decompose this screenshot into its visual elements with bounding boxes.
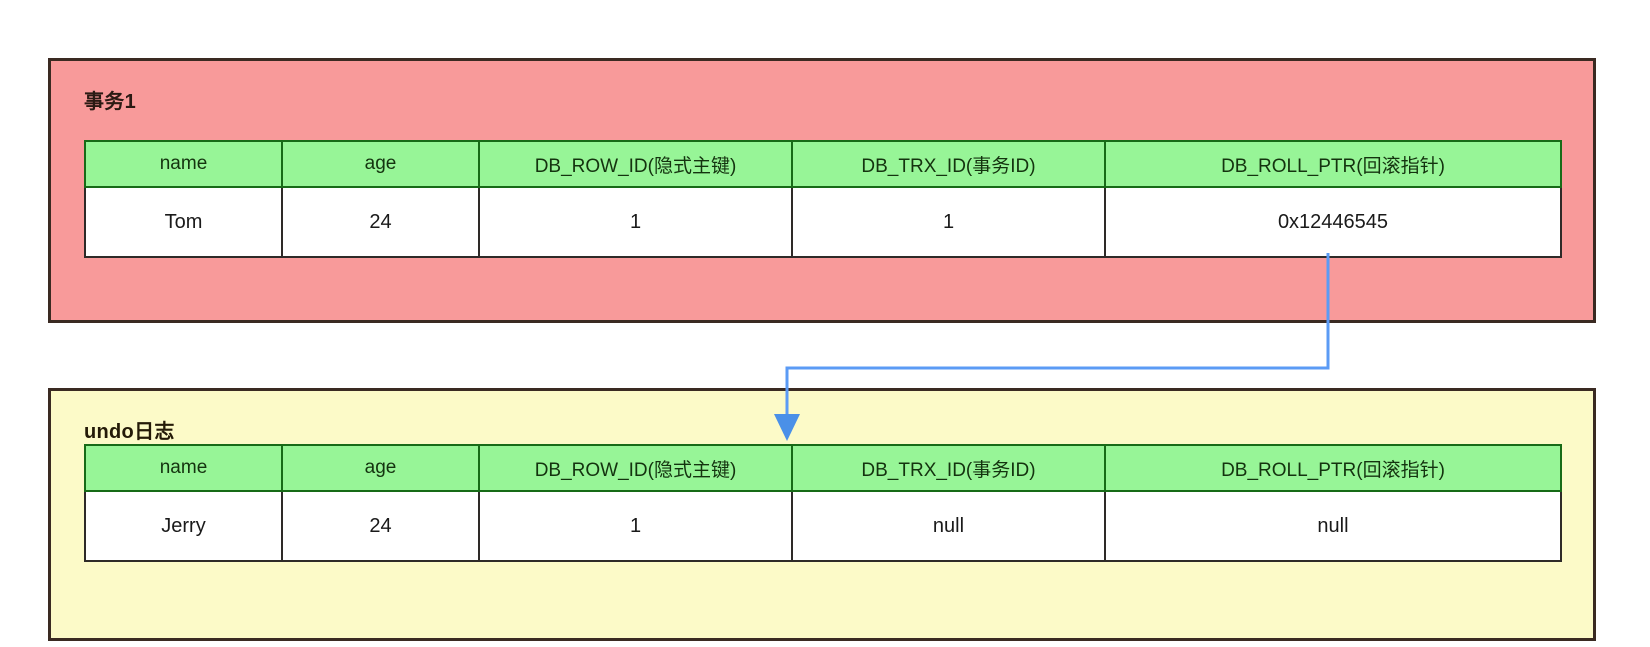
cell-age: 24	[281, 490, 480, 562]
cell-db-trx-id: null	[791, 490, 1106, 562]
column-header-name: name	[84, 444, 283, 492]
undo-log-panel: undo日志 name age DB_ROW_ID(隐式主键) DB_TRX_I…	[48, 388, 1596, 641]
cell-db-roll-ptr: null	[1104, 490, 1562, 562]
column-header-db-row-id: DB_ROW_ID(隐式主键)	[478, 140, 793, 188]
cell-name: Tom	[84, 186, 283, 258]
column-header-db-roll-ptr: DB_ROLL_PTR(回滚指针)	[1104, 140, 1562, 188]
undo-log-table: name age DB_ROW_ID(隐式主键) DB_TRX_ID(事务ID)…	[84, 444, 1562, 562]
cell-db-roll-ptr: 0x12446545	[1104, 186, 1562, 258]
cell-db-row-id: 1	[478, 490, 793, 562]
cell-name: Jerry	[84, 490, 283, 562]
column-header-age: age	[281, 444, 480, 492]
transaction-panel: 事务1 name age DB_ROW_ID(隐式主键) DB_TRX_ID(事…	[48, 58, 1596, 323]
column-header-db-roll-ptr: DB_ROLL_PTR(回滚指针)	[1104, 444, 1562, 492]
table-header-row: name age DB_ROW_ID(隐式主键) DB_TRX_ID(事务ID)…	[84, 444, 1562, 492]
column-header-db-trx-id: DB_TRX_ID(事务ID)	[791, 140, 1106, 188]
transaction-panel-title: 事务1	[84, 91, 137, 113]
table-header-row: name age DB_ROW_ID(隐式主键) DB_TRX_ID(事务ID)…	[84, 140, 1562, 188]
table-row: Tom 24 1 1 0x12446545	[84, 186, 1562, 258]
cell-age: 24	[281, 186, 480, 258]
column-header-name: name	[84, 140, 283, 188]
column-header-db-trx-id: DB_TRX_ID(事务ID)	[791, 444, 1106, 492]
cell-db-row-id: 1	[478, 186, 793, 258]
undo-log-panel-title: undo日志	[84, 421, 175, 443]
column-header-db-row-id: DB_ROW_ID(隐式主键)	[478, 444, 793, 492]
cell-db-trx-id: 1	[791, 186, 1106, 258]
transaction-table: name age DB_ROW_ID(隐式主键) DB_TRX_ID(事务ID)…	[84, 140, 1562, 258]
table-row: Jerry 24 1 null null	[84, 490, 1562, 562]
column-header-age: age	[281, 140, 480, 188]
